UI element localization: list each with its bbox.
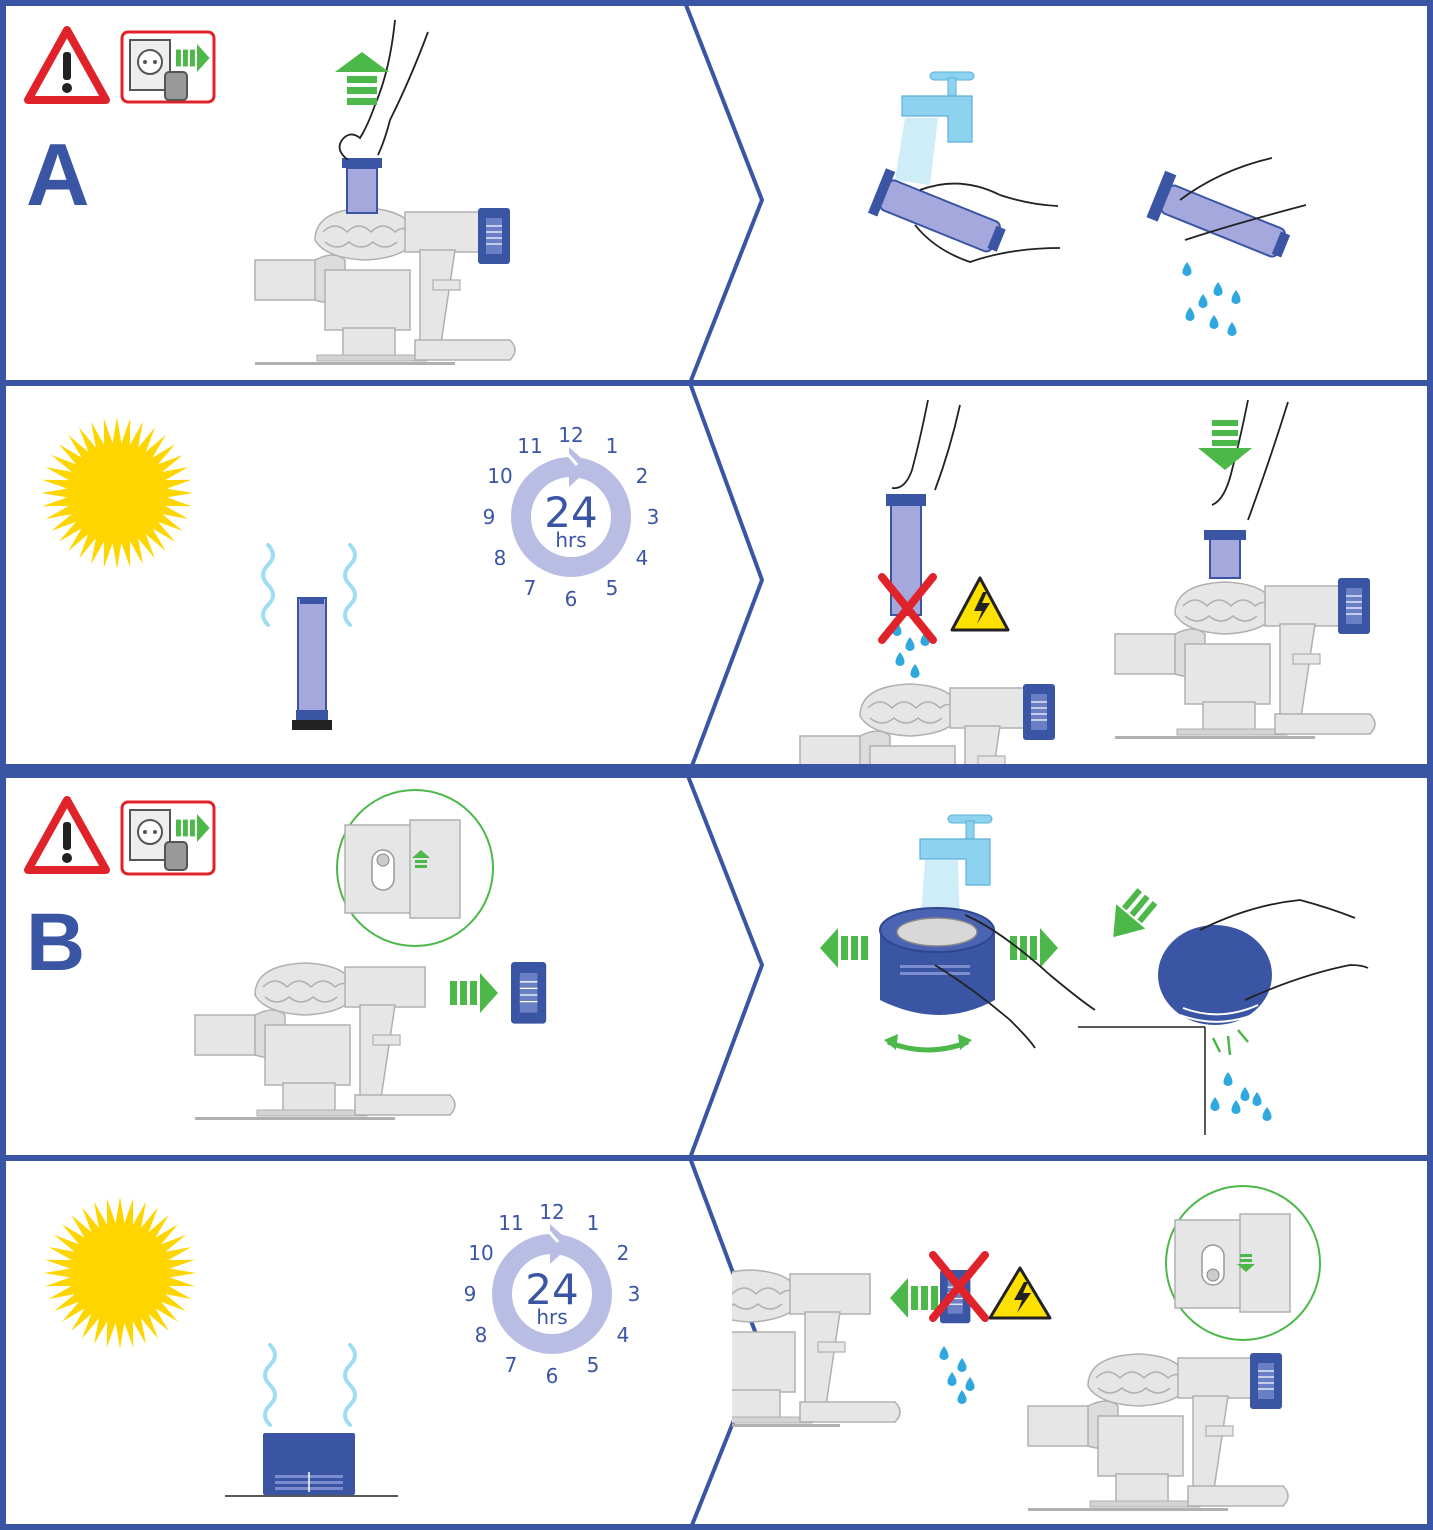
hand: [1211, 399, 1289, 521]
push-down-arrow-icon: [1198, 420, 1252, 470]
clock-hours: 24: [525, 1265, 578, 1314]
clock-dial-number: 8: [494, 546, 507, 570]
clock-dial-number: 4: [617, 1323, 630, 1347]
cyclone-filter: [1204, 530, 1246, 579]
vacuum-body: [1114, 577, 1376, 740]
sun-icon: [41, 417, 193, 569]
clock-dial-number: 7: [505, 1353, 518, 1377]
electric-shock-warning-icon: [950, 576, 1010, 632]
clock-dial-number: 8: [475, 1323, 488, 1347]
red-cross-prohibited-icon: [878, 573, 937, 644]
hand: [1179, 157, 1307, 241]
clock-dial-number: 5: [606, 576, 619, 600]
clock-dial-number: 3: [628, 1282, 641, 1306]
panel-a2-wash-filter: [867, 71, 1307, 336]
clock-dial-number: 12: [558, 423, 583, 447]
sun-disc: [72, 448, 162, 538]
water-drops: [1182, 262, 1241, 336]
clock-dial-number: 11: [517, 434, 542, 458]
rear-filter-removed: [510, 961, 547, 1025]
clock-dial-number: 7: [524, 576, 537, 600]
sun-icon: [44, 1197, 196, 1349]
clock-dial-number: 10: [487, 464, 512, 488]
water-drops: [939, 1346, 975, 1404]
clock-unit: hrs: [536, 1305, 567, 1329]
dust-lines: [1211, 1029, 1249, 1056]
panel-b4-refit-rear-filter: [732, 1185, 1321, 1512]
vacuum-body: [254, 207, 516, 366]
rear-filter-tapping: [1158, 925, 1272, 1025]
clock-arrow: [550, 1224, 572, 1264]
hand: [934, 914, 1096, 1049]
section-label: A: [26, 125, 90, 224]
rear-filter-drying: [263, 1433, 355, 1495]
panel-a4-refit-filter: [799, 399, 1376, 764]
section-label: B: [26, 897, 85, 988]
clock-dial-number: 9: [483, 505, 496, 529]
clock-dial-number: 9: [464, 1282, 477, 1306]
warning-triangle-icon: [24, 796, 110, 874]
clock-unit: hrs: [555, 528, 586, 552]
panel-b2-wash-rear-filter: [820, 814, 1369, 1135]
panel-a1-remove-filter: A: [24, 19, 516, 366]
rotate-arrow-icon: [887, 1039, 969, 1053]
cyclone-filter: [342, 158, 382, 214]
clock-dial-number: 1: [606, 434, 619, 458]
water-drops: [1210, 1072, 1272, 1121]
clock-dial-number: 4: [636, 546, 649, 570]
vacuum-body: [799, 683, 1061, 764]
green-left-arrow-icon: [820, 928, 868, 968]
clock-dial-number: 12: [539, 1200, 564, 1224]
hand: [1199, 899, 1369, 1001]
clock-dial-number: 6: [565, 587, 578, 611]
clock-dial-number: 11: [498, 1211, 523, 1235]
panel-b1-remove-rear-filter: B: [24, 789, 547, 1121]
hand: [338, 19, 429, 161]
unplug-socket-icon: [120, 800, 216, 876]
pull-up-arrow-icon: [335, 52, 389, 105]
hand: [914, 182, 1061, 263]
water-stream: [895, 118, 938, 185]
clock-dial-number: 3: [647, 505, 660, 529]
clock-dial-number: 2: [617, 1241, 630, 1265]
vacuum-body: [1027, 1352, 1289, 1512]
electric-shock-warning-icon: [988, 1266, 1052, 1320]
unplug-socket-icon: [120, 30, 216, 104]
clock-dial-number: 5: [587, 1353, 600, 1377]
tap-direction-arrow-icon: [1113, 888, 1158, 938]
cyclone-filter-shaking: [1146, 170, 1291, 258]
red-cross-prohibited-icon: [929, 1251, 989, 1322]
push-in-arrow-icon: [890, 1278, 938, 1318]
cyclone-filter-washing: [867, 168, 1006, 253]
cyclone-filter-drying: [292, 597, 332, 730]
zoom-detail-release-button: [336, 789, 494, 947]
rear-filter-rinse: [879, 907, 995, 1015]
hand: [891, 399, 961, 491]
clock-dial-number: 6: [546, 1364, 559, 1388]
sun-disc: [75, 1228, 165, 1318]
clock-dial-number: 2: [636, 464, 649, 488]
heat-waves: [263, 1343, 357, 1427]
warning-triangle-icon: [24, 26, 110, 104]
zoom-detail-release-button: [1165, 1185, 1321, 1341]
vacuum-body: [194, 962, 456, 1121]
vacuum-body: [732, 1269, 901, 1428]
clock-hours: 24: [544, 488, 597, 537]
table-edge: [1078, 1026, 1206, 1135]
clock-dial-number: 10: [468, 1241, 493, 1265]
pull-out-arrow-icon: [450, 973, 498, 1013]
clock-dial-number: 1: [587, 1211, 600, 1235]
clock-arrow: [569, 447, 591, 487]
